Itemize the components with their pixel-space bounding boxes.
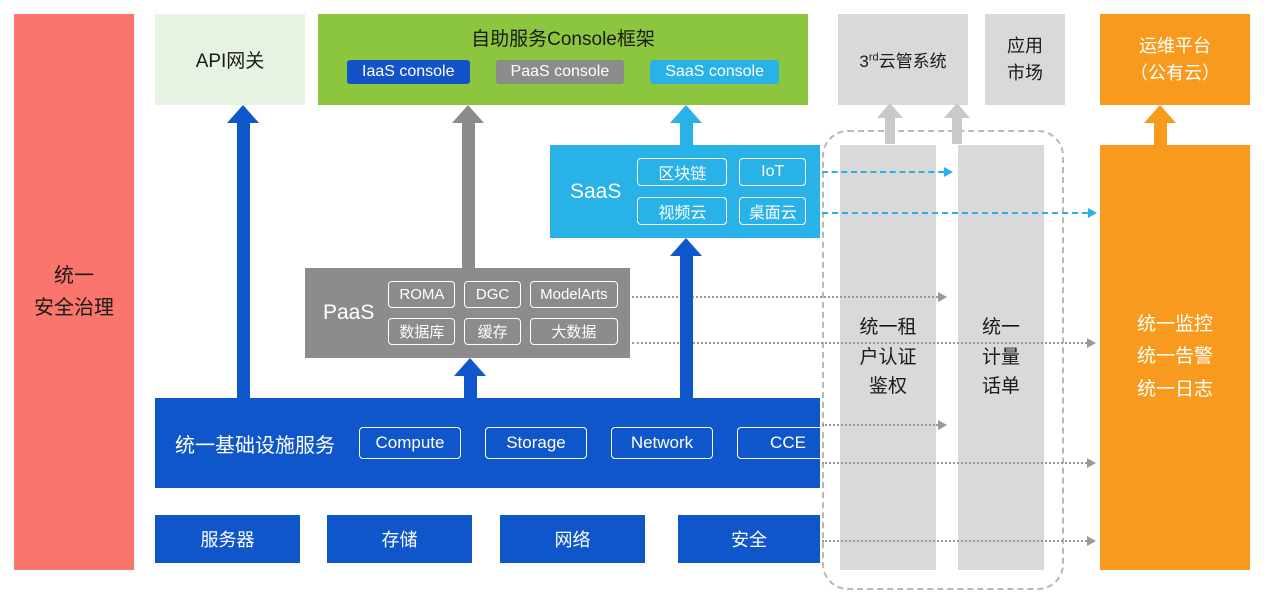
- tenant-auth-bar: 统一租 户认证 鉴权: [840, 145, 936, 570]
- api-gateway-box: API网关: [155, 14, 305, 105]
- hardware-storage-box: 存储: [327, 515, 472, 563]
- iaas-layer-label: 统一基础设施服务: [175, 434, 335, 457]
- saas-service-iot: IoT: [739, 158, 806, 186]
- paas-services-grid: ROMA DGC ModelArts 数据库 缓存 大数据: [388, 281, 618, 345]
- saas-services-grid: 区块链 IoT 视频云 桌面云: [637, 158, 806, 225]
- saas-service-desktop-cloud: 桌面云: [739, 197, 806, 225]
- paas-service-modelarts: ModelArts: [529, 281, 618, 308]
- paas-layer-box: PaaS ROMA DGC ModelArts 数据库 缓存 大数据: [305, 268, 630, 358]
- connector-saas-to-auth: [822, 167, 953, 177]
- iaas-layer-box: 统一基础设施服务 Compute Storage Network CCE: [155, 398, 839, 488]
- arrow-paas-to-console: [452, 105, 484, 268]
- connector-paas-to-monitor: [632, 338, 1096, 348]
- hardware-server-box: 服务器: [155, 515, 300, 563]
- third-party-cloud-mgmt-label: 3rd云管系统: [859, 51, 947, 71]
- app-market-box: 应用 市场: [985, 14, 1065, 105]
- iaas-service-network: Network: [611, 427, 713, 459]
- arrow-monitor-to-om-platform: [1144, 105, 1176, 145]
- arrow-saas-to-saas-console: [670, 105, 702, 145]
- paas-service-roma: ROMA: [388, 281, 456, 308]
- iaas-console-chip: IaaS console: [347, 60, 470, 84]
- hardware-security-box: 安全: [678, 515, 820, 563]
- connector-iaas-to-auth: [822, 420, 947, 430]
- arrow-metering-to-app-market: [944, 103, 970, 144]
- connector-saas-to-monitor: [822, 208, 1097, 218]
- om-platform-box: 运维平台 （公有云）: [1100, 14, 1250, 105]
- iaas-service-storage: Storage: [485, 427, 587, 459]
- console-framework-title: 自助服务Console框架: [471, 29, 655, 50]
- saas-service-blockchain: 区块链: [637, 158, 728, 186]
- saas-layer-label: SaaS: [570, 179, 622, 203]
- saas-console-chip: SaaS console: [650, 60, 779, 84]
- paas-service-cache: 缓存: [464, 318, 521, 345]
- console-framework-box: 自助服务Console框架 IaaS console PaaS console …: [318, 14, 808, 105]
- saas-service-video-cloud: 视频云: [637, 197, 728, 225]
- connector-hardware-to-monitor: [822, 536, 1096, 546]
- monitoring-alarm-log-bar: 统一监控 统一告警 统一日志: [1100, 145, 1250, 570]
- console-chip-row: IaaS console PaaS console SaaS console: [347, 60, 779, 84]
- hardware-network-box: 网络: [500, 515, 645, 563]
- iaas-service-compute: Compute: [359, 427, 461, 459]
- paas-console-chip: PaaS console: [495, 60, 625, 84]
- security-governance-bar: 统一 安全治理: [14, 14, 134, 570]
- metering-billing-bar: 统一 计量 话单: [958, 145, 1044, 570]
- third-party-cloud-mgmt-box: 3rd云管系统: [838, 14, 968, 105]
- paas-service-dgc: DGC: [464, 281, 521, 308]
- arrow-iaas-to-saas: [670, 238, 702, 398]
- paas-layer-label: PaaS: [323, 301, 375, 324]
- arrow-auth-to-third-cloud: [877, 103, 903, 144]
- paas-service-database: 数据库: [388, 318, 456, 345]
- saas-layer-box: SaaS 区块链 IoT 视频云 桌面云: [550, 145, 820, 238]
- tenant-services-dashed-frame: [822, 130, 1064, 590]
- iaas-service-cce: CCE: [737, 427, 839, 459]
- connector-iaas-to-monitor: [822, 458, 1096, 468]
- connector-paas-to-auth: [632, 292, 947, 302]
- paas-service-bigdata: 大数据: [529, 318, 618, 345]
- arrow-iaas-to-api-gateway: [227, 105, 259, 398]
- arrow-iaas-to-paas: [454, 358, 486, 398]
